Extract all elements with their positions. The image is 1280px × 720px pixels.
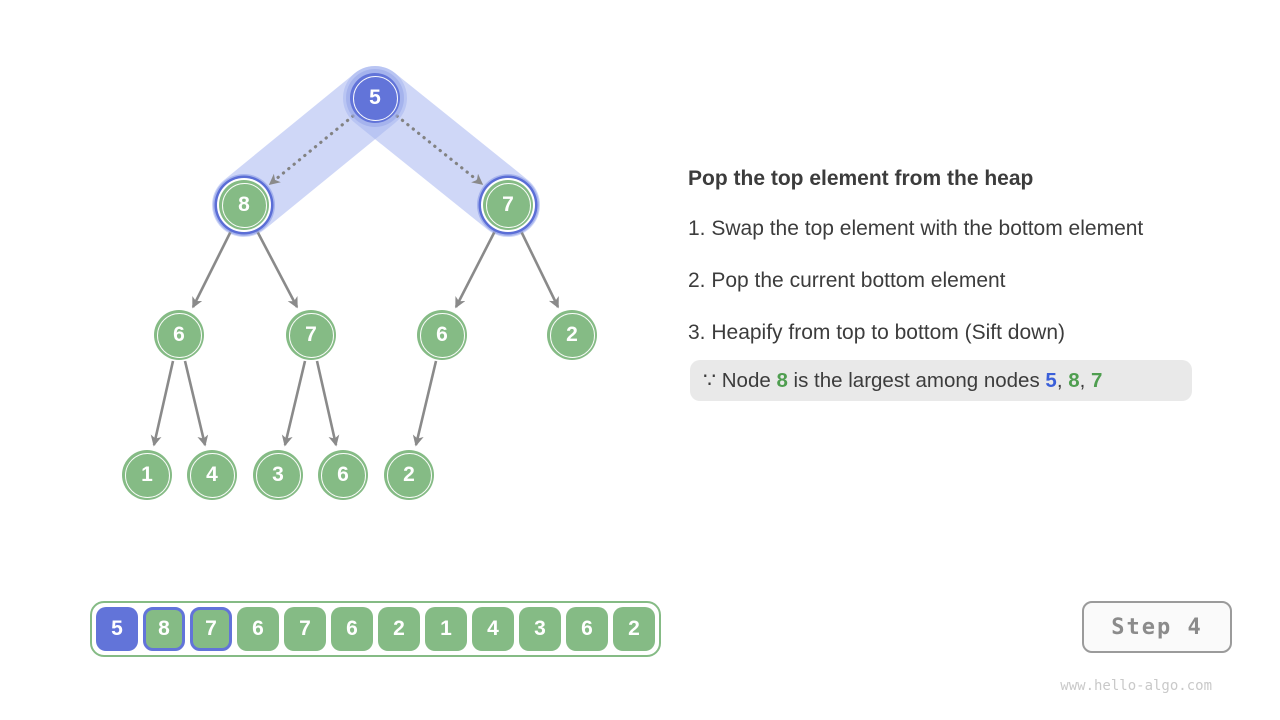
tree-node-7: 1: [122, 450, 172, 500]
tree-edge: [191, 228, 234, 309]
tree-node-6: 2: [547, 310, 597, 360]
swap-arrows: [268, 114, 484, 186]
tree-edge: [454, 228, 498, 309]
note-mid: is the largest among nodes: [787, 368, 1046, 392]
array-cell-10: 6: [566, 607, 608, 651]
heap-array: 5 8 7 6 7 6 2 1 4 3 6 2: [90, 601, 661, 657]
array-cell-3: 6: [237, 607, 279, 651]
array-cell-9: 3: [519, 607, 561, 651]
tree-edge: [518, 228, 560, 309]
tree-edge: [412, 360, 438, 447]
tree-node-9: 3: [253, 450, 303, 500]
watermark: www.hello-algo.com: [1060, 678, 1212, 694]
note-comma-1: ,: [1056, 368, 1069, 392]
node-value: 3: [272, 463, 284, 486]
node-value: 7: [305, 323, 317, 346]
node-value: 6: [173, 323, 185, 346]
tree-edge: [254, 228, 299, 309]
tree-node-0: 5: [350, 73, 400, 123]
tree-node-5: 6: [417, 310, 467, 360]
tree-edge: [183, 360, 209, 447]
array-cell-4: 7: [284, 607, 326, 651]
array-cell-5: 6: [331, 607, 373, 651]
node-value: 2: [403, 463, 415, 486]
note-node-8: 8: [776, 368, 788, 392]
note-node-7: 7: [1091, 368, 1103, 392]
tree-edge: [281, 360, 307, 447]
tree-node-8: 4: [187, 450, 237, 500]
array-cell-11: 2: [613, 607, 655, 651]
tree-edge: [150, 360, 175, 447]
note-node-5: 5: [1045, 368, 1057, 392]
node-value: 6: [436, 323, 448, 346]
swap-arrow-right: [395, 114, 484, 186]
node-value: 4: [206, 463, 218, 486]
panel-title: Pop the top element from the heap: [688, 167, 1034, 190]
array-cell-2: 7: [190, 607, 232, 651]
array-cell-6: 2: [378, 607, 420, 651]
tree-links-layer: [150, 66, 560, 447]
array-cell-1: 8: [143, 607, 185, 651]
node-value: 7: [502, 193, 514, 216]
array-cell-8: 4: [472, 607, 514, 651]
note-node-8b: 8: [1068, 368, 1080, 392]
panel-step-3: 3. Heapify from top to bottom (Sift down…: [688, 321, 1065, 344]
panel-step-2: 2. Pop the current bottom element: [688, 269, 1006, 292]
node-value: 8: [238, 193, 250, 216]
panel-step-1: 1. Swap the top element with the bottom …: [688, 217, 1144, 240]
step-button[interactable]: Step 4: [1082, 601, 1232, 653]
tree-node-2: 7: [483, 180, 533, 230]
array-cell-7: 1: [425, 607, 467, 651]
node-value: 2: [566, 323, 578, 346]
tree-node-11: 2: [384, 450, 434, 500]
node-value: 1: [141, 463, 153, 486]
swap-arrow-left: [268, 114, 355, 186]
tree-edge: [315, 360, 340, 447]
node-value: 5: [369, 86, 381, 109]
node-value: 6: [337, 463, 349, 486]
note-comma-2: ,: [1079, 368, 1092, 392]
tree-node-4: 7: [286, 310, 336, 360]
tree-node-1: 8: [219, 180, 269, 230]
tree-node-10: 6: [318, 450, 368, 500]
array-cell-0: 5: [96, 607, 138, 651]
note-lead: ∵ Node: [703, 369, 777, 392]
tree-node-3: 6: [154, 310, 204, 360]
note-box: ∵ Node 8 is the largest among nodes 5, 8…: [690, 360, 1192, 401]
tree-edges: [150, 228, 560, 447]
